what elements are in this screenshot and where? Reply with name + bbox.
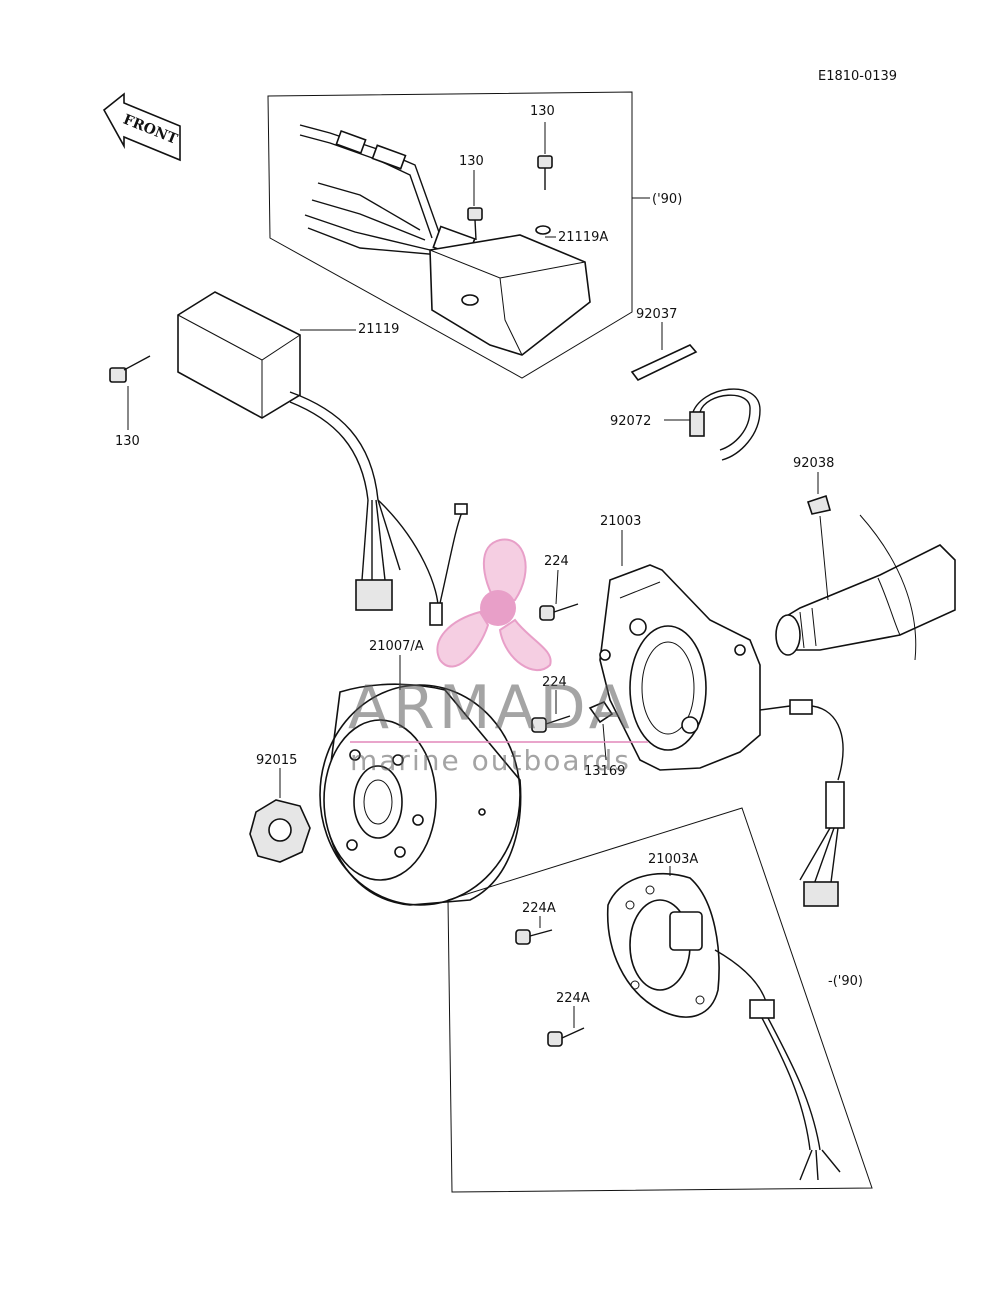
- label-plate: 92037: [636, 307, 677, 322]
- label-stator-a: 21003A: [648, 852, 698, 867]
- label-bolt-top-a: 130: [459, 154, 484, 169]
- label-clip: 13169: [584, 764, 625, 779]
- nut-part: [249, 799, 311, 863]
- bolt-icon: [467, 207, 483, 241]
- watermark-subtitle: marine outboards: [350, 744, 631, 777]
- label-stator: 21003: [600, 514, 641, 529]
- label-bolt-top-b: 130: [530, 104, 555, 119]
- doc-code: E1810-0139: [818, 69, 897, 84]
- year-label-top: ('90): [652, 192, 682, 207]
- bolt-icon: [109, 355, 151, 383]
- year-group-box-top: [267, 91, 633, 379]
- key-part: [806, 494, 832, 515]
- screw-icon: [531, 715, 571, 733]
- label-cdi-unit-a: 21119A: [558, 230, 608, 245]
- bolt-icon: [537, 155, 553, 190]
- label-nut: 92015: [256, 753, 297, 768]
- label-clamp: 92072: [610, 414, 651, 429]
- label-screw-upper: 224: [544, 554, 569, 569]
- screw-icon: [547, 1027, 585, 1047]
- label-bolt-left: 130: [115, 434, 140, 449]
- clip-part: [588, 701, 614, 724]
- label-flywheel: 21007/A: [369, 639, 424, 654]
- screw-icon: [539, 603, 579, 621]
- cdi-unit-a: [429, 225, 591, 356]
- cdi-unit-cable: [289, 391, 468, 626]
- year-label-bottom: -('90): [828, 974, 863, 989]
- label-cdi-unit: 21119: [358, 322, 399, 337]
- stator-assembly-a: [606, 872, 841, 1181]
- cdi-unit: [177, 291, 301, 419]
- flywheel: [319, 683, 522, 906]
- front-arrow-icon: FRONT: [102, 92, 181, 162]
- screw-icon: [515, 929, 553, 945]
- label-screw-a-upper: 224A: [522, 901, 556, 916]
- label-screw-a-lower: 224A: [556, 991, 590, 1006]
- label-screw-lower: 224: [542, 675, 567, 690]
- crankshaft: [775, 514, 956, 661]
- year-group-box-bottom: [447, 807, 873, 1193]
- plate-part: [630, 344, 698, 382]
- clamp-part: [689, 388, 761, 461]
- cdi-unit-a-wires: [299, 124, 476, 261]
- label-key: 92038: [793, 456, 834, 471]
- watermark-title: ARMADA: [348, 673, 634, 743]
- watermark: ARMADA marine outboards: [348, 538, 648, 777]
- propeller-logo-icon: [436, 538, 552, 671]
- stator-assembly: [599, 564, 845, 907]
